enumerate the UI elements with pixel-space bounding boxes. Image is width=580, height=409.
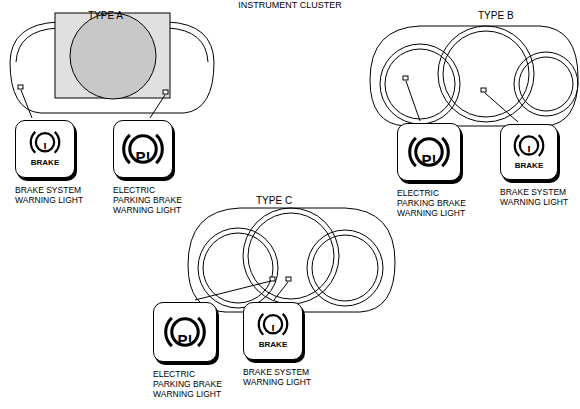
parking-brake-warning-node: P!ELECTRIC PARKING BRAKE WARNING LIGHT xyxy=(397,123,461,181)
symbol-text: ! xyxy=(16,142,74,154)
brake-text: BRAKE xyxy=(244,341,302,349)
warning-icon-box: ! BRAKE xyxy=(500,124,558,180)
diagram-title: INSTRUMENT CLUSTER xyxy=(238,0,341,10)
type-label: TYPE B xyxy=(478,10,514,21)
warning-light-caption: ELECTRIC PARKING BRAKE WARNING LIGHT xyxy=(153,370,229,399)
brake-warning-node: !BRAKEBRAKE SYSTEM WARNING LIGHT xyxy=(500,124,558,180)
warning-light-caption: BRAKE SYSTEM WARNING LIGHT xyxy=(243,368,333,388)
brake-text: BRAKE xyxy=(501,162,557,170)
brake-text: BRAKE xyxy=(16,159,74,167)
type-label: TYPE C xyxy=(256,195,292,206)
brake-warning-node: !BRAKEBRAKE SYSTEM WARNING LIGHT xyxy=(15,120,75,178)
warning-icon-box: ! BRAKE xyxy=(15,120,75,178)
warning-icon-box: P! xyxy=(153,302,217,362)
symbol-text: ! xyxy=(501,145,557,157)
warning-light-caption: ELECTRIC PARKING BRAKE WARNING LIGHT xyxy=(113,186,189,215)
brake-warning-node: !BRAKEBRAKE SYSTEM WARNING LIGHT xyxy=(243,302,303,360)
symbol-text: P! xyxy=(154,332,216,347)
type-label: TYPE A xyxy=(88,10,123,21)
warning-light-caption: BRAKE SYSTEM WARNING LIGHT xyxy=(500,188,576,208)
parking-brake-warning-node: P!ELECTRIC PARKING BRAKE WARNING LIGHT xyxy=(113,120,173,178)
warning-light-caption: ELECTRIC PARKING BRAKE WARNING LIGHT xyxy=(397,189,473,218)
symbol-text: P! xyxy=(114,149,172,164)
warning-icon-box: ! BRAKE xyxy=(243,302,303,360)
symbol-text: P! xyxy=(398,152,460,167)
parking-brake-warning-node: P!ELECTRIC PARKING BRAKE WARNING LIGHT xyxy=(153,302,217,362)
warning-light-caption: BRAKE SYSTEM WARNING LIGHT xyxy=(15,186,105,206)
warning-icon-box: P! xyxy=(113,120,173,178)
warning-icon-box: P! xyxy=(397,123,461,181)
symbol-text: ! xyxy=(244,324,302,336)
